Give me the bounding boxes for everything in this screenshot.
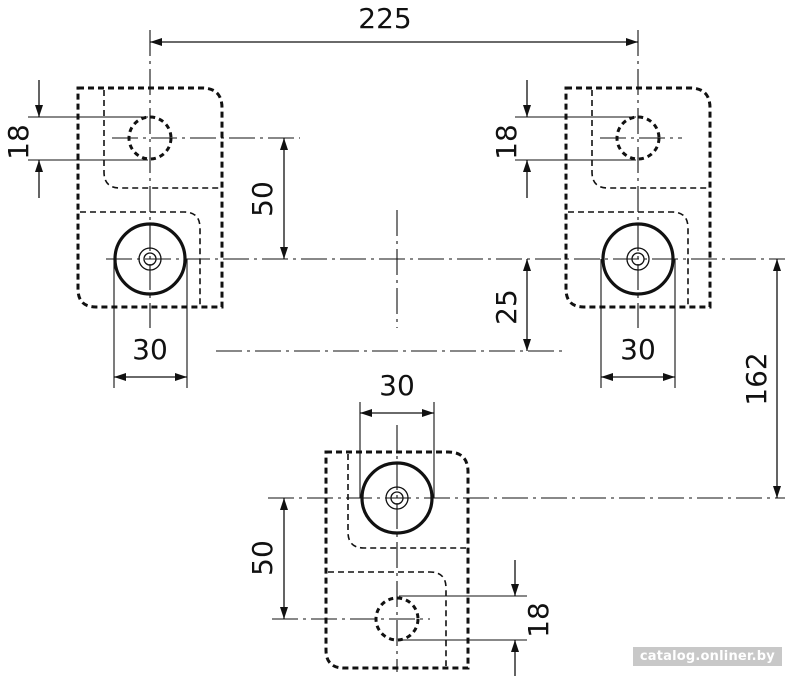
- watermark-label: catalog.onliner.by: [632, 647, 782, 666]
- dimension-18-bottom: 18: [399, 560, 555, 676]
- dimension-50-left: 50: [246, 138, 288, 259]
- bottom-lower-inner-outline: [328, 571, 447, 666]
- left-fitting: [76, 30, 300, 328]
- dimension-18-left: 18: [2, 80, 148, 198]
- bottom-fitting: [272, 425, 470, 672]
- dimension-30-bottom: 30: [359, 369, 435, 498]
- dimension-30-right: 30: [600, 259, 676, 388]
- dimension-30-bottom-label: 30: [379, 369, 415, 402]
- dimension-30-left-label: 30: [132, 333, 168, 366]
- right-fitting: [564, 30, 712, 328]
- dimension-30-right-label: 30: [620, 333, 656, 366]
- right-fitting-outline: [564, 86, 712, 309]
- right-upper-inner-outline: [591, 90, 708, 189]
- dimension-25: 25: [490, 259, 531, 351]
- dimension-225: 225: [150, 2, 638, 46]
- dimension-50-bottom-label: 50: [246, 540, 279, 576]
- dimension-225-label: 225: [358, 2, 411, 35]
- dimension-18-bottom-label: 18: [522, 602, 555, 638]
- dimension-25-label: 25: [490, 289, 523, 325]
- right-lower-inner-outline: [568, 211, 689, 306]
- dimension-18-right-label: 18: [490, 124, 523, 160]
- left-lower-inner-outline: [80, 211, 201, 306]
- left-upper-inner-outline: [103, 90, 220, 189]
- left-fitting-outline: [76, 86, 224, 309]
- dimension-162: 162: [740, 259, 781, 498]
- bottom-upper-inner-outline: [347, 454, 466, 549]
- dimension-18-right: 18: [490, 80, 636, 198]
- bottom-fitting-outline: [324, 450, 470, 670]
- dimension-50-bottom: 50: [246, 498, 288, 619]
- dimension-162-label: 162: [740, 352, 773, 405]
- dimension-18-left-label: 18: [2, 124, 35, 160]
- dimension-30-left: 30: [113, 259, 188, 388]
- dimension-50-left-label: 50: [246, 181, 279, 217]
- centerlines: [106, 210, 785, 499]
